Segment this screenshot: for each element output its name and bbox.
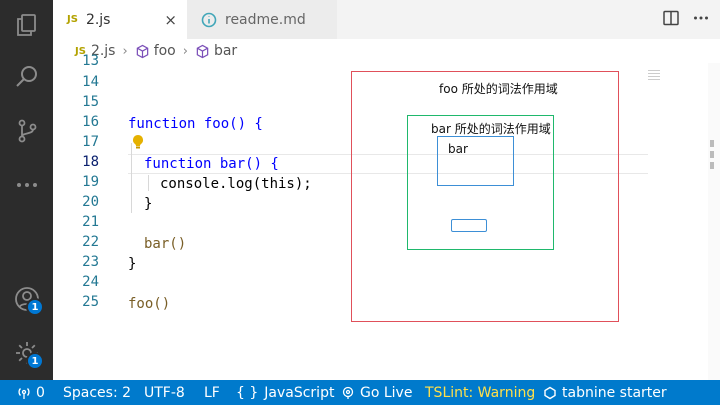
tab-2js[interactable]: JS 2.js × — [53, 0, 187, 39]
tabnine-icon — [544, 386, 556, 399]
small-scope-box — [451, 219, 487, 232]
breadcrumb-symbol-foo[interactable]: foo — [135, 43, 176, 59]
code-text: bar() — [144, 236, 187, 252]
current-line-highlight — [128, 173, 648, 174]
tslint-status[interactable]: TSLint: Warning — [425, 384, 536, 401]
code-text: console.log(this); — [160, 176, 312, 192]
code-line: 14 — [82, 74, 99, 90]
breadcrumb-label: bar — [213, 43, 238, 59]
breadcrumb: JS 2.js › foo › bar — [53, 39, 720, 63]
code-text: foo() — [128, 296, 171, 312]
tab-label: readme.md — [225, 11, 306, 28]
inner-scope-label: bar 所处的词法作用域 — [431, 122, 551, 136]
go-live-button[interactable]: Go Live — [341, 380, 412, 405]
indent-guide — [131, 143, 132, 213]
indentation-status[interactable]: Spaces: 2 — [63, 384, 132, 401]
symbol-method-icon — [136, 44, 148, 58]
breadcrumb-file[interactable]: JS 2.js — [75, 43, 115, 59]
outer-scope-box — [351, 71, 619, 322]
code-line: 13 — [82, 53, 99, 69]
indent-guide — [148, 175, 149, 191]
code-line: 23} — [82, 254, 137, 272]
code-line: 17 — [82, 134, 99, 150]
outer-scope-label: foo 所处的词法作用域 — [439, 82, 558, 96]
code-line: 20} — [82, 194, 153, 212]
bar-scope-box — [437, 136, 514, 186]
info-icon — [201, 12, 217, 27]
symbol-method-icon — [196, 44, 209, 58]
encoding-status[interactable]: UTF-8 — [144, 384, 185, 401]
more-actions-icon[interactable] — [692, 9, 710, 27]
live-signal-icon — [342, 386, 354, 399]
source-control-icon[interactable] — [12, 116, 42, 146]
split-editor-icon[interactable] — [662, 9, 680, 27]
bar-scope-label: bar — [448, 142, 468, 156]
ports-status[interactable]: 0 — [17, 380, 45, 405]
code-line: 24 — [82, 274, 99, 290]
vertical-scrollbar[interactable] — [708, 63, 720, 380]
breadcrumb-separator: › — [182, 43, 188, 59]
activity-bar: 1 1 — [0, 0, 53, 380]
code-text: } — [128, 256, 137, 272]
lightbulb-icon[interactable] — [131, 134, 145, 150]
breadcrumb-label: foo — [153, 43, 176, 59]
language-status[interactable]: { } JavaScript — [236, 384, 335, 401]
status-bar: 0 Spaces: 2 UTF-8 LF { } JavaScript Go L… — [0, 380, 720, 405]
code-text: function bar() { — [144, 156, 279, 172]
more-icon[interactable] — [12, 170, 42, 200]
eol-status[interactable]: LF — [204, 384, 220, 401]
js-file-icon: JS — [75, 45, 86, 57]
tab-readme[interactable]: readme.md — [187, 0, 337, 39]
minimap[interactable] — [648, 70, 660, 86]
tab-label: 2.js — [85, 11, 111, 28]
close-icon[interactable]: × — [164, 11, 177, 29]
explorer-icon[interactable] — [12, 10, 42, 40]
code-text: function foo() { — [128, 116, 263, 132]
braces-icon: { } — [236, 384, 259, 401]
breadcrumb-symbol-bar[interactable]: bar — [195, 43, 237, 59]
tab-bar: JS 2.js × readme.md — [53, 0, 720, 39]
accounts-badge: 1 — [26, 298, 44, 316]
broadcast-icon — [18, 387, 30, 399]
breadcrumb-separator: › — [122, 43, 128, 59]
scrollbar-markers — [710, 140, 714, 170]
inner-scope-box — [407, 115, 554, 250]
code-text: } — [144, 196, 153, 212]
code-line: 15 — [82, 94, 99, 110]
current-line-highlight — [128, 154, 648, 155]
search-icon[interactable] — [12, 62, 42, 92]
settings-badge: 1 — [26, 352, 44, 370]
tabnine-status[interactable]: tabnine starter — [543, 380, 667, 405]
js-file-icon: JS — [67, 14, 78, 25]
code-line: 21 — [82, 214, 99, 230]
breadcrumb-file-label: 2.js — [90, 43, 116, 59]
